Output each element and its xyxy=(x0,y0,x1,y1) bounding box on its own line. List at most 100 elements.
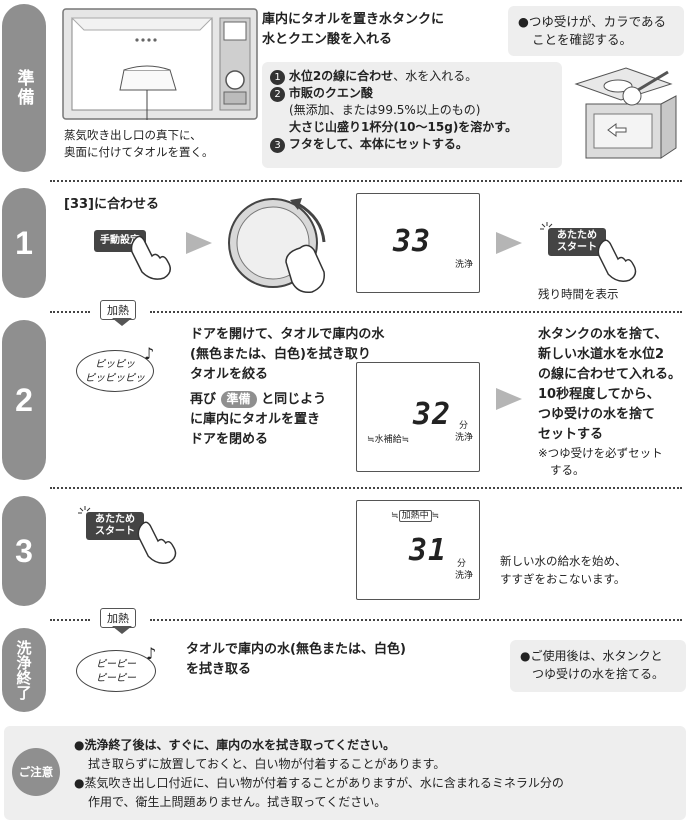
heat-badge: 加熱 xyxy=(100,300,136,320)
right-text: 新しい水道水を xyxy=(538,347,630,362)
again-prefix: 再び xyxy=(190,392,217,407)
start-button-label-2: スタート xyxy=(557,242,597,253)
caution-line: ●洗浄終了後は、すぐに、庫内の水を拭き取ってください。 xyxy=(74,738,396,752)
step2-right-line: 水タンクの水を捨て、 xyxy=(538,327,668,342)
divider xyxy=(50,180,682,182)
music-note-icon: ♪ xyxy=(144,344,155,363)
step2-line: タオルを絞る xyxy=(190,367,269,382)
section-label-finish: 洗浄終了 xyxy=(2,628,46,712)
caution-badge: ご注意 xyxy=(12,748,60,796)
step2-line: ドアを開けて、タオルで庫内の水 xyxy=(190,327,385,342)
heat-arrow xyxy=(112,626,132,634)
caution-text: ●洗浄終了後は、すぐに、庫内の水を拭き取ってください。 拭き取らずに放置しておく… xyxy=(74,736,564,812)
step2-line2: (無添加、または99.5%以上のもの) xyxy=(289,103,481,117)
beep-line: ピーピー xyxy=(96,673,136,684)
prep-step-3: 3 フタをして、本体にセットする。 xyxy=(270,136,554,153)
beep-bubble: ピーピー ピーピー xyxy=(76,650,156,692)
prep-step-2: 2 市販のクエン酸 (無添加、または99.5%以上のもの) 大さじ山盛り1杯分(… xyxy=(270,85,554,136)
flow-arrow xyxy=(496,232,522,254)
step2-right-note: する。 xyxy=(550,463,585,477)
start-button[interactable]: あたため スタート xyxy=(86,512,144,540)
step-number-3: 3 xyxy=(270,138,285,153)
heat-arrow xyxy=(112,318,132,326)
beep-line: ピッピッピッ xyxy=(85,373,145,384)
prep-step-1: 1 水位2の線に合わせ、水を入れる。 xyxy=(270,68,554,85)
music-note-icon: ♪ xyxy=(146,644,157,663)
pointing-hand-icon xyxy=(137,521,177,564)
start-button-label-1: あたため xyxy=(95,514,135,525)
beep-bubble: ピッピッ ピッピッピッ xyxy=(76,350,154,392)
water-tank-illustration xyxy=(574,67,677,159)
step1-rest: 、水を入れる。 xyxy=(393,69,478,83)
right-text: 水位2 xyxy=(629,347,665,362)
divider xyxy=(50,487,682,489)
display-minute-label: 分 xyxy=(459,421,469,431)
caption-line: 蒸気吹き出し口の真下に、 xyxy=(64,128,202,142)
start-button-label-1: あたため xyxy=(557,230,597,241)
finish-instructions: タオルで庫内の水(無色または、白色) を拭き取る xyxy=(186,640,406,680)
beep-line: ピッピッ xyxy=(95,359,135,370)
caption-line: 奥面に付けてタオルを置く。 xyxy=(64,145,214,159)
flow-arrow xyxy=(496,388,522,410)
step2-right-instructions: 水タンクの水を捨て、 新しい水道水を水位2 の線に合わせて入れる。 10秒程度し… xyxy=(538,325,681,479)
dial-knob[interactable] xyxy=(226,196,336,296)
sparkle-icon xyxy=(540,222,553,230)
sparkle-icon xyxy=(78,506,91,514)
step3-caption: 新しい水の給水を始め、 すすぎをおこないます。 xyxy=(500,552,627,588)
heating-label: 加熱中 xyxy=(398,510,432,522)
display-heating-badge: ≒加熱中≒ xyxy=(391,510,440,522)
step1-caption: 残り時間を表示 xyxy=(538,287,619,301)
display-minute-label: 分 xyxy=(457,559,467,569)
finish-note: ●ご使用後は、水タンクと つゆ受けの水を捨てる。 xyxy=(510,640,686,692)
step2-right-line: の線に合わせて入れる。 xyxy=(538,365,681,385)
step2-instructions: ドアを開けて、タオルで庫内の水 (無色または、白色)を拭き取り タオルを絞る xyxy=(190,325,384,385)
heat-badge: 加熱 xyxy=(100,608,136,628)
step2-right-line: セットする xyxy=(538,427,604,442)
start-button-label-2: スタート xyxy=(95,526,135,537)
step2-instructions-repeat: 再び 準備 と同じよう に庫内にタオルを置き ドアを閉める xyxy=(190,390,326,450)
step2-line1: 市販のクエン酸 xyxy=(288,86,373,100)
prep-title: 庫内にタオルを置き水タンクに 水とクエン酸を入れる xyxy=(262,10,444,50)
display-panel-step2: 32 分 洗浄 ≒水補給≒ xyxy=(356,362,480,472)
caution-line: 作用で、衛生上問題ありません。拭き取ってください。 xyxy=(88,795,387,809)
note-line: ことを確認する。 xyxy=(532,32,633,47)
display-panel-step1: 33 洗浄 xyxy=(356,193,480,293)
step2-line: (無色または、白色)を拭き取り xyxy=(190,347,371,362)
caption-line: すすぎをおこないます。 xyxy=(500,572,626,586)
display-water-refill: ≒水補給≒ xyxy=(367,435,410,445)
step2-again-line: 再び 準備 と同じよう xyxy=(190,390,326,410)
caution-panel xyxy=(4,726,686,820)
finish-line: を拭き取る xyxy=(186,662,252,677)
step2-right-line: つゆ受けの水を捨て xyxy=(538,407,656,422)
step2-line: ドアを閉める xyxy=(190,432,269,447)
step-number-1: 1 xyxy=(270,70,285,85)
right-text: の線に合わせて xyxy=(538,367,630,382)
display-remaining-time: 33 xyxy=(393,224,432,259)
water-refill-label: 水補給 xyxy=(374,435,402,445)
microwave-illustration xyxy=(62,8,258,120)
start-button[interactable]: あたため スタート xyxy=(548,228,606,256)
display-mode-label: 洗浄 xyxy=(455,571,474,581)
step1-instruction: [33]に合わせる xyxy=(64,197,159,212)
prep-title-line: 庫内にタオルを置き水タンクに xyxy=(262,12,445,27)
pointing-hand-icon xyxy=(597,239,637,282)
prep-microwave-caption: 蒸気吹き出し口の真下に、 奥面に付けてタオルを置く。 xyxy=(64,127,214,161)
display-mode-label: 洗浄 xyxy=(455,260,474,270)
section-label-step-2: 2 xyxy=(2,320,46,480)
step2-right-line: 10秒程度してから、 xyxy=(538,387,660,402)
prep-steps-panel: 1 水位2の線に合わせ、水を入れる。 2 市販のクエン酸 (無添加、または99.… xyxy=(262,62,562,168)
step2-right-line: 新しい水道水を水位2 xyxy=(538,345,681,365)
display-mode-label: 洗浄 xyxy=(455,433,474,443)
step2-right-note: ※つゆ受けを必ずセット xyxy=(538,446,663,460)
beep-line: ピーピー xyxy=(96,659,136,670)
section-label-step-3: 3 xyxy=(2,496,46,606)
flow-arrow xyxy=(186,232,212,254)
prep-reference-badge: 準備 xyxy=(220,391,257,408)
display-panel-step3: ≒加熱中≒ 31 分 洗浄 xyxy=(356,500,480,600)
again-suffix: と同じよう xyxy=(261,392,327,407)
section-label-prep: 準備 xyxy=(2,4,46,172)
step2-line3: 大さじ山盛り1杯分(10～15g)を溶かす。 xyxy=(289,120,518,134)
divider xyxy=(50,311,90,313)
manual-setting-label: 手動設定 xyxy=(100,235,140,246)
note-line: ●ご使用後は、水タンクと xyxy=(520,649,663,663)
